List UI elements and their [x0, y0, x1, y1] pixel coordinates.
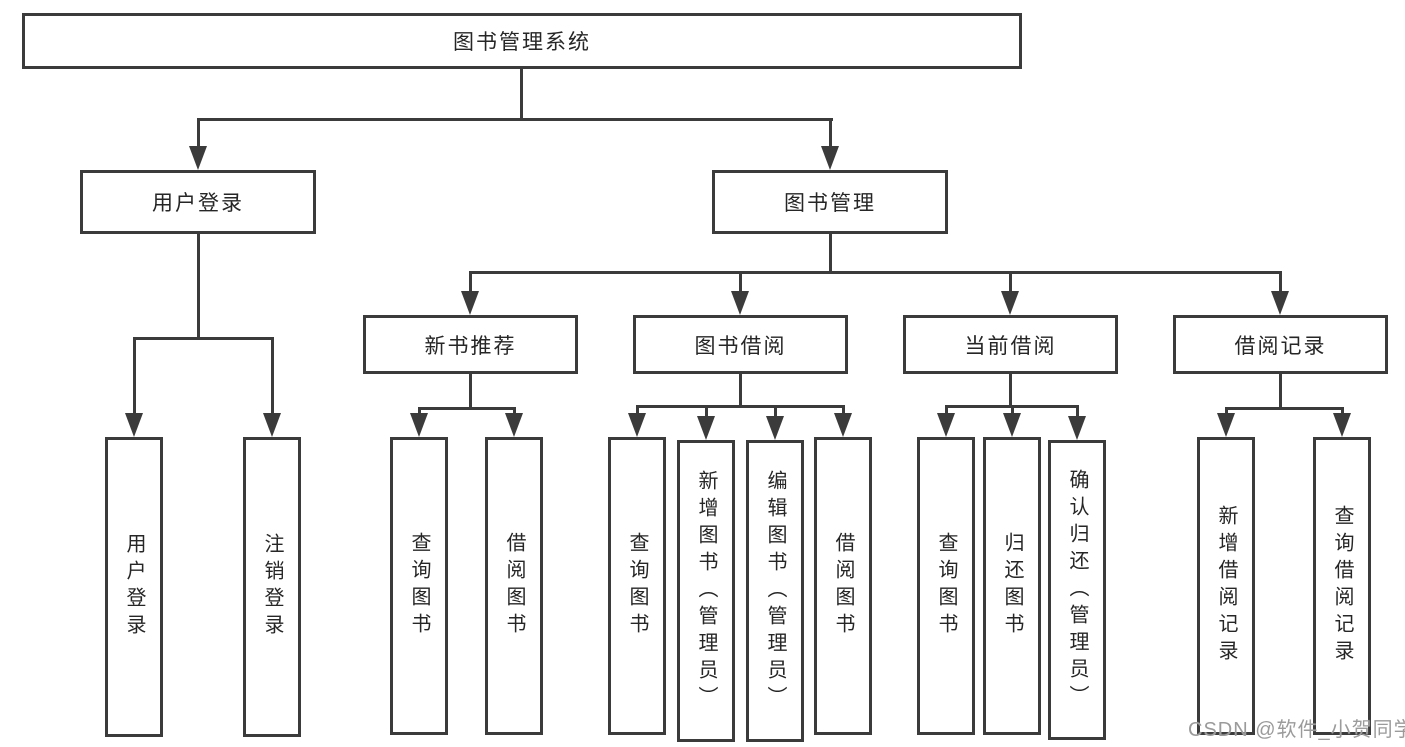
connector-stem	[1225, 407, 1228, 417]
arrow-down-icon	[1001, 291, 1019, 315]
connector-stem	[705, 405, 708, 419]
arrow-down-icon	[410, 413, 428, 437]
leaf-borrow-books-borrowing: 借阅图书	[814, 437, 872, 735]
leaf-add-book-admin: 新增图书（管理员）	[677, 440, 735, 742]
connector-stem	[197, 118, 200, 148]
arrow-down-icon	[263, 413, 281, 437]
arrow-down-icon	[834, 413, 852, 437]
connector-stem	[636, 405, 639, 417]
connector-rail	[418, 407, 516, 410]
arrow-down-icon	[697, 416, 715, 440]
connector-level2-rail	[197, 118, 833, 121]
arrow-down-icon	[125, 413, 143, 437]
leaf-add-borrow-record: 新增借阅记录	[1197, 437, 1255, 735]
connector-stem	[829, 118, 832, 148]
connector-stem	[1011, 405, 1014, 417]
arrow-down-icon	[1217, 413, 1235, 437]
arrow-down-icon	[1271, 291, 1289, 315]
connector-stem	[945, 405, 948, 417]
connector-stem	[133, 337, 136, 417]
leaf-edit-book-admin: 编辑图书（管理员）	[746, 440, 804, 742]
leaf-confirm-return-admin: 确认归还（管理员）	[1048, 440, 1106, 740]
node-book-management: 图书管理	[712, 170, 948, 234]
connector-stem	[1279, 271, 1282, 295]
connector-stem	[1076, 405, 1079, 419]
arrow-down-icon	[628, 413, 646, 437]
leaf-query-books-current: 查询图书	[917, 437, 975, 735]
connector-stem	[774, 405, 777, 419]
connector-stem	[197, 234, 200, 339]
connector-root-stem	[520, 68, 523, 121]
connector-stem	[739, 271, 742, 295]
connector-rail	[636, 405, 845, 408]
node-book-borrowing: 图书借阅	[633, 315, 848, 374]
connector-stem	[1009, 374, 1012, 407]
connector-stem	[1279, 374, 1282, 410]
connector-stem	[829, 234, 832, 273]
arrow-down-icon	[731, 291, 749, 315]
connector-stem	[469, 374, 472, 410]
node-user-login: 用户登录	[80, 170, 316, 234]
node-library-system: 图书管理系统	[22, 13, 1022, 69]
connector-rail	[1225, 407, 1344, 410]
leaf-return-books: 归还图书	[983, 437, 1041, 735]
arrow-down-icon	[1068, 416, 1086, 440]
connector-stem	[271, 337, 274, 417]
arrow-down-icon	[189, 146, 207, 170]
node-new-book-recommend: 新书推荐	[363, 315, 578, 374]
arrow-down-icon	[766, 416, 784, 440]
connector-stem	[842, 405, 845, 417]
connector-stem	[469, 271, 472, 295]
connector-level3-rail	[469, 271, 1282, 274]
connector-rail	[133, 337, 274, 340]
leaf-query-books-recommend: 查询图书	[390, 437, 448, 735]
arrow-down-icon	[1003, 413, 1021, 437]
node-borrowing-records: 借阅记录	[1173, 315, 1388, 374]
leaf-borrow-books-recommend: 借阅图书	[485, 437, 543, 735]
leaf-query-borrow-record: 查询借阅记录	[1313, 437, 1371, 735]
node-current-borrowing: 当前借阅	[903, 315, 1118, 374]
leaf-logout: 注销登录	[243, 437, 301, 737]
leaf-user-login: 用户登录	[105, 437, 163, 737]
connector-stem	[1009, 271, 1012, 295]
arrow-down-icon	[505, 413, 523, 437]
watermark: CSDN @软件_小贺同学	[1188, 719, 1405, 741]
connector-stem	[739, 374, 742, 407]
leaf-query-books-borrowing: 查询图书	[608, 437, 666, 735]
arrow-down-icon	[937, 413, 955, 437]
arrow-down-icon	[461, 291, 479, 315]
arrow-down-icon	[1333, 413, 1351, 437]
arrow-down-icon	[821, 146, 839, 170]
connector-stem	[1341, 407, 1344, 417]
